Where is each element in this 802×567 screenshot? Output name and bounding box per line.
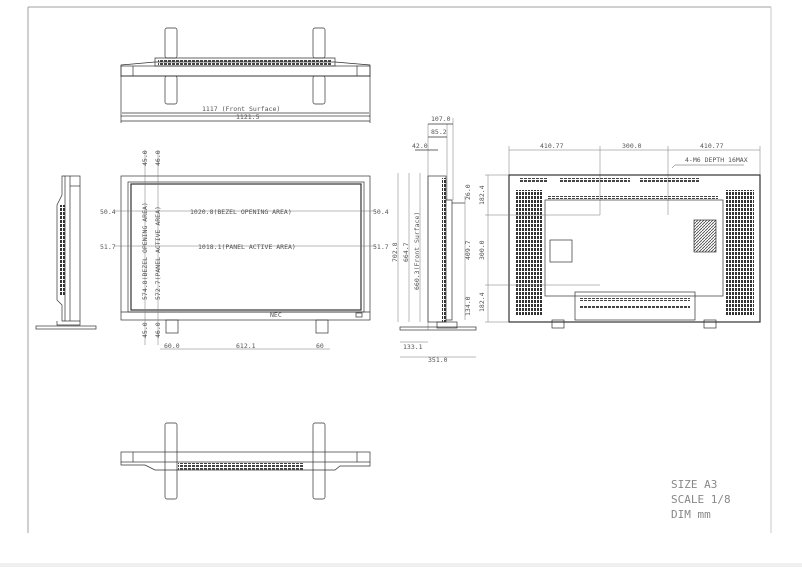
drawing-frame bbox=[27, 6, 772, 533]
left-margin-panel: 51.7 bbox=[100, 243, 116, 251]
right-margin-bezel: 50.4 bbox=[373, 208, 389, 216]
mount-center: 300.0 bbox=[622, 142, 642, 150]
panel-active-height-label: 572.7(PANEL ACTIVE AREA) bbox=[154, 206, 162, 300]
mount-note: 4-M6 DEPTH 16MAX bbox=[685, 156, 748, 164]
stand-offset-right: 60 bbox=[316, 342, 324, 350]
stand-offset-left: 60.0 bbox=[164, 342, 180, 350]
title-units: DIM mm bbox=[671, 508, 711, 521]
bottom-view bbox=[120, 422, 371, 500]
side-view bbox=[397, 118, 477, 358]
front-surface-height: 660.3(Front Surface) bbox=[413, 212, 421, 290]
stand-front: 133.1 bbox=[403, 343, 423, 351]
vert-bottom: 182.4 bbox=[478, 292, 486, 312]
depth-front: 42.0 bbox=[412, 142, 428, 150]
panel-active-width-label: 1018.1(PANEL ACTIVE AREA) bbox=[198, 243, 296, 251]
bottom-bezel-right: 46.0 bbox=[154, 322, 162, 338]
vert-mid: 300.0 bbox=[478, 240, 486, 260]
front-logo: NEC bbox=[270, 311, 282, 319]
left-side-view bbox=[35, 175, 97, 330]
left-margin-bezel: 50.4 bbox=[100, 208, 116, 216]
stand-spacing: 612.1 bbox=[236, 342, 256, 350]
mount-right: 410.77 bbox=[700, 142, 724, 150]
bottom-bezel-left: 45.0 bbox=[141, 322, 149, 338]
bottom-offset: 134.0 bbox=[464, 296, 472, 316]
stand-depth: 351.0 bbox=[428, 356, 448, 364]
mount-left: 410.77 bbox=[540, 142, 564, 150]
height-664: 664.7 bbox=[402, 242, 410, 262]
bottom-edge bbox=[0, 563, 802, 567]
title-size: SIZE A3 bbox=[671, 478, 717, 491]
depth-mid: 85.2 bbox=[431, 128, 447, 136]
top-overall-width-label: 1121.5 bbox=[236, 113, 260, 121]
vert-top: 182.4 bbox=[478, 185, 486, 205]
top-offset: 26.0 bbox=[464, 184, 472, 200]
bezel-opening-height-label: 574.8(BEZEL OPENING AREA) bbox=[141, 202, 149, 300]
front-view bbox=[115, 150, 376, 350]
overall-height: 702.8 bbox=[391, 242, 399, 262]
rear-view bbox=[485, 146, 761, 329]
bezel-opening-width-label: 1020.8(BEZEL OPENING AREA) bbox=[190, 208, 292, 216]
right-margin-panel: 51.7 bbox=[373, 243, 389, 251]
inner-height: 409.7 bbox=[464, 240, 472, 260]
top-bezel-left: 45.0 bbox=[141, 150, 149, 166]
top-view bbox=[120, 27, 371, 123]
title-scale: SCALE 1/8 bbox=[671, 493, 731, 506]
depth-total: 107.0 bbox=[431, 115, 451, 123]
top-front-surface-label: 1117 (Front Surface) bbox=[202, 105, 280, 113]
top-bezel-right: 46.0 bbox=[154, 150, 162, 166]
